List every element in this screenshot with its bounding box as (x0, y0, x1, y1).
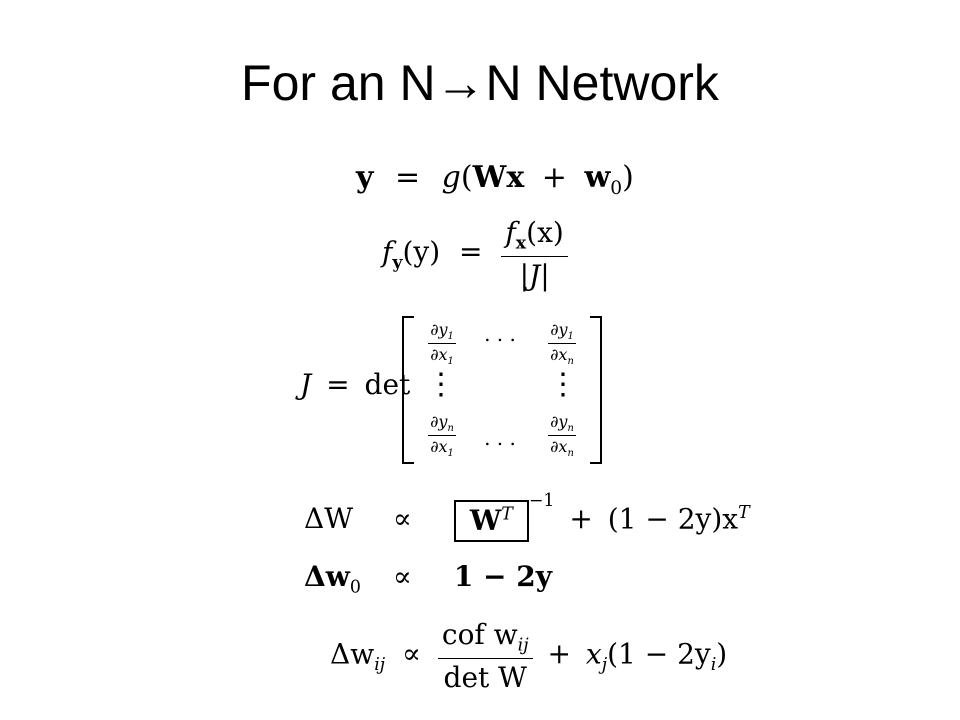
eq1-w: w (584, 160, 611, 195)
eq6-fraction: cof wij det W (437, 618, 533, 694)
eq1-close: ) (622, 160, 634, 195)
eq6-tail: (1 − 2y (607, 637, 711, 671)
eq1-W: W (472, 160, 507, 195)
equation-element-update: Δwij ∝ cof wij det W + xj(1 − 2yi) (330, 618, 727, 694)
eq4-W: W (469, 504, 502, 537)
eq1-plus: + (541, 160, 567, 195)
eq2-fraction: fx(x) |J| (501, 216, 568, 292)
eq5-prop: ∝ (392, 560, 412, 593)
eq4-plus: + (569, 502, 593, 536)
eq5-lhs-wrap: Δw0 (304, 560, 384, 598)
matrix-cell-r1c1: ∂y1∂x1 (428, 320, 456, 368)
matrix-cell-r3c1: ∂yn∂x1 (428, 412, 456, 460)
eq6-num: cof w (441, 618, 518, 651)
matrix-cell-r3c3: ∂yn∂xn (548, 412, 576, 460)
eq1-open: ( (460, 160, 473, 195)
matrix-vdots-c3: ⋮ (548, 367, 578, 402)
matrix-vdots-c1: ⋮ (426, 367, 456, 402)
eq6-prop: ∝ (402, 637, 421, 671)
eq2-den: |J| (519, 258, 550, 292)
eq6-lhs: Δw (330, 637, 375, 671)
eq5-rhs: 1 − 2y (453, 560, 553, 593)
eq3-equals: = (326, 368, 350, 401)
eq2-num-sub: x (515, 233, 527, 254)
eq1-y: y (356, 160, 374, 195)
eq4-lhs: ΔW (304, 502, 353, 536)
eq5-sub0: 0 (349, 577, 361, 598)
eq4-sup-T: T (501, 504, 513, 525)
matrix-dots-r3: . . . (484, 426, 516, 450)
eq6-tail-sub: i (710, 654, 717, 675)
eq4-sup-T2: T (738, 502, 750, 523)
matrix-cell-r1c3: ∂y1∂xn (548, 320, 576, 368)
eq6-num-sub: ij (517, 635, 529, 656)
eq2-num-arg: (x) (526, 216, 564, 249)
eq5-lhs: Δw (304, 560, 350, 593)
eq2-sub-y: y (392, 252, 403, 273)
eq3-J: J (300, 368, 312, 401)
slide-title: For an N→N Network (241, 55, 719, 111)
eq2-num-f: f (505, 216, 516, 249)
eq4-bracket: WT (453, 500, 529, 542)
equation-bias-update: Δw0 ∝ 1 − 2y (304, 560, 552, 598)
eq2-f: f (382, 235, 393, 269)
eq6-plus: + (547, 637, 571, 671)
jacobian-matrix: ∂y1∂x1 . . . ∂y1∂xn ⋮ ⋮ ∂yn∂x1 . . . ∂yn… (402, 316, 602, 464)
eq2-arg: (y) (402, 235, 441, 269)
matrix-dots-r1: . . . (484, 322, 516, 346)
equation-model: y = g(Wx + w0) (356, 160, 634, 199)
eq4-sup-inv: −1 (528, 490, 555, 511)
eq1-g: g (441, 160, 461, 195)
eq6-den: det W (443, 660, 527, 694)
eq6-tail-close: ) (716, 637, 728, 671)
eq6-x-sub: j (601, 654, 608, 675)
eq6-x: x (585, 637, 602, 671)
equation-jacobian-lhs: J = det (300, 368, 410, 401)
matrix-right-bracket (590, 316, 602, 464)
eq1-equals: = (394, 160, 421, 195)
eq1-sub0: 0 (610, 178, 623, 199)
eq4-paren: (1 − 2y)x (607, 502, 739, 536)
matrix-left-bracket (402, 316, 414, 464)
eq4-prop: ∝ (392, 502, 412, 536)
equation-density: fy(y) = fx(x) |J| (382, 216, 568, 292)
eq6-lhs-sub: ij (374, 654, 386, 675)
equation-weight-update: ΔW ∝ WT−1 + (1 − 2y)xT (304, 491, 750, 542)
eq1-x: x (506, 160, 525, 195)
eq2-equals: = (459, 235, 483, 269)
